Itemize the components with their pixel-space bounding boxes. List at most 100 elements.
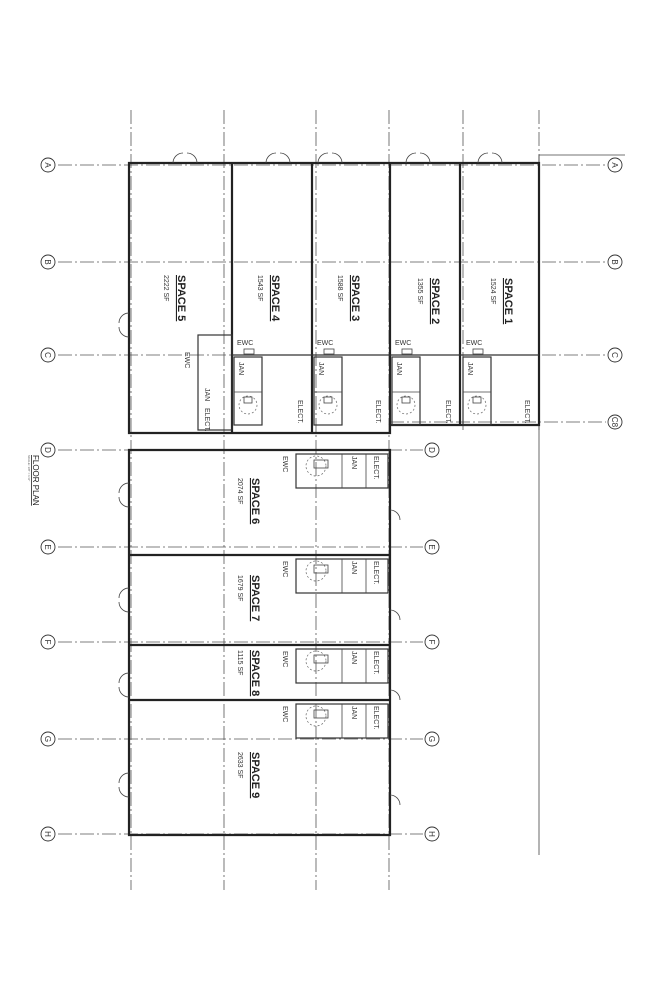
- storefront-door: [118, 772, 130, 798]
- grid-label-E: E: [43, 544, 52, 549]
- grid-bubble-A: [40, 157, 56, 173]
- elect-label: ELECT.: [372, 706, 379, 730]
- space-name-3: SPACE 3: [349, 275, 361, 321]
- space-area-8: 1115 SF: [236, 650, 243, 675]
- space-area-5: 2222 SF: [162, 275, 169, 301]
- toilet-icon: [323, 396, 333, 404]
- fixture-clearance: [305, 705, 327, 727]
- jan-label: JAN: [350, 706, 357, 719]
- toilet-icon: [243, 396, 253, 404]
- space-name-6: SPACE 6: [249, 478, 261, 524]
- space-name-8: SPACE 8: [249, 650, 261, 696]
- space-name-5: SPACE 5: [175, 275, 187, 321]
- storefront-door: [118, 312, 130, 338]
- space-name-7: SPACE 7: [249, 575, 261, 621]
- grid-bubble-G: [424, 731, 440, 747]
- ewc-label: EWC: [317, 340, 333, 347]
- grid-label-c8: C8: [610, 417, 619, 428]
- space-area-7: 1679 SF: [236, 575, 243, 601]
- grid-bubble-H: [424, 826, 440, 842]
- grid-bubble-B: [607, 254, 623, 270]
- ewc-label: EWC: [281, 651, 288, 667]
- toilet-icon: [472, 396, 482, 404]
- elect-label: ELECT.: [372, 456, 379, 480]
- lower-building-outline: [127, 448, 392, 837]
- grid-label-H: H: [43, 831, 52, 837]
- toilet-icon: [313, 654, 329, 664]
- water-cooler-icon: [243, 348, 255, 355]
- grid-bubble-E: [40, 539, 56, 555]
- water-cooler-icon: [323, 348, 335, 355]
- title-block: FLOOR PLAN SCALE: 1/8" = 1'-0": [27, 455, 40, 506]
- toilet-icon: [313, 459, 329, 469]
- fixture-clearance: [305, 560, 327, 582]
- ewc-label: EWC: [281, 561, 288, 577]
- grid-label-F: F: [427, 640, 436, 645]
- jan-label: JAN: [466, 362, 473, 375]
- grid-bubble-C: [607, 347, 623, 363]
- grid-bubble-E: [424, 539, 440, 555]
- plan-scale: SCALE: 1/8" = 1'-0": [27, 455, 31, 481]
- grid-label-D: D: [427, 447, 436, 453]
- space-area-2: 1355 SF: [416, 278, 423, 304]
- elect-label: ELECT.: [374, 400, 381, 424]
- grid-bubble-F: [40, 634, 56, 650]
- rear-door: [389, 609, 401, 621]
- jan-label: JAN: [395, 362, 402, 375]
- grid-bubble-c8: [607, 414, 623, 430]
- ewc-label: EWC: [466, 340, 482, 347]
- jan-label: JAN: [350, 456, 357, 469]
- fixture-clearance: [238, 395, 258, 415]
- ewc-label: EWC: [395, 340, 411, 347]
- elect-label: ELECT.: [296, 400, 303, 424]
- storefront-door: [118, 672, 130, 698]
- jan-label: JAN: [350, 561, 357, 574]
- fixture-clearance: [318, 395, 338, 415]
- elect-label: ELECT.: [372, 651, 379, 675]
- storefront-door: [405, 152, 431, 164]
- toilet-icon: [313, 564, 329, 574]
- storefront-door: [172, 152, 198, 164]
- elect-label: ELECT.: [203, 408, 210, 432]
- grid-bubble-D: [424, 442, 440, 458]
- jan-label: JAN: [317, 362, 324, 375]
- restroom-block: [313, 356, 343, 426]
- rear-door: [389, 794, 401, 806]
- grid-bubble-B: [40, 254, 56, 270]
- walls: [118, 152, 541, 837]
- restroom-block: [233, 356, 263, 426]
- grid-label-E: E: [427, 544, 436, 549]
- storefront-door: [265, 152, 291, 164]
- support-rooms: EWC JAN ELECT. EWC JAN ELECT. EWC JAN ELECT. EWC J…: [183, 334, 530, 739]
- grid-bubble-A: [607, 157, 623, 173]
- grid-label-F: F: [43, 640, 52, 645]
- toilet-icon: [313, 709, 329, 719]
- storefront-door: [118, 482, 130, 508]
- elect-label: ELECT.: [444, 400, 451, 424]
- grid-bubble-D: [40, 442, 56, 458]
- grid-label-B: B: [610, 259, 619, 264]
- rear-door: [389, 689, 401, 701]
- storefront-door: [317, 152, 343, 164]
- space-name-2: SPACE 2: [429, 278, 441, 324]
- grid-label-B: B: [43, 259, 52, 264]
- storefront-door: [118, 587, 130, 613]
- elect-label: ELECT.: [372, 561, 379, 585]
- ewc-label: EWC: [281, 456, 288, 472]
- plan-title: FLOOR PLAN: [31, 455, 40, 506]
- jan-label: JAN: [203, 388, 210, 401]
- storefront-door: [477, 152, 503, 164]
- elect-label: ELECT.: [523, 400, 530, 424]
- space-area-9: 2633 SF: [236, 752, 243, 778]
- fixture-clearance: [305, 650, 327, 672]
- fixture-clearance: [305, 455, 327, 477]
- water-cooler-icon: [472, 348, 484, 355]
- grid-label-D: D: [43, 447, 52, 453]
- grid-label-G: G: [43, 736, 52, 742]
- jan-label: JAN: [237, 362, 244, 375]
- ewc-label: EWC: [183, 352, 190, 368]
- space-area-3: 1588 SF: [336, 275, 343, 301]
- grid-label-G: G: [427, 736, 436, 742]
